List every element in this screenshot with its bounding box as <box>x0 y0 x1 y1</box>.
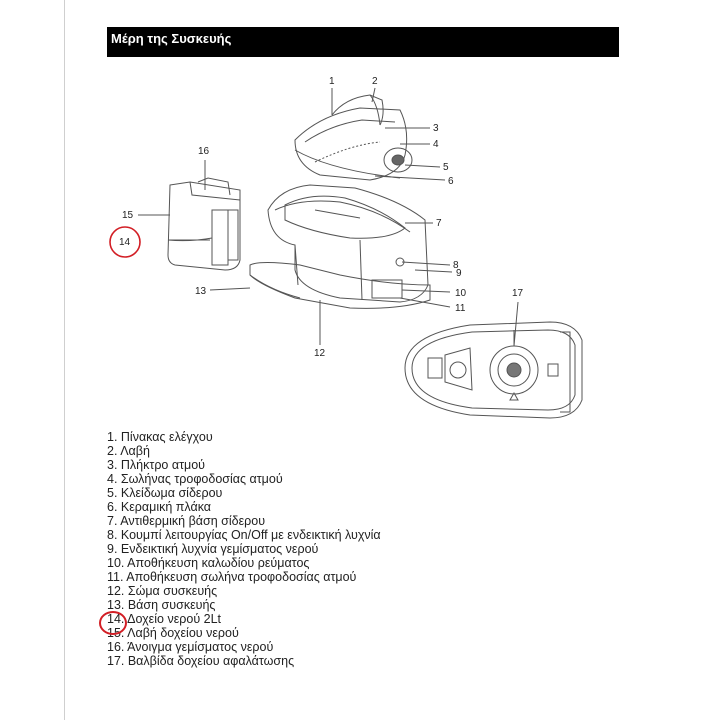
list-item: 6. Κεραμική πλάκα <box>107 500 212 514</box>
label-3: 3 <box>433 123 439 134</box>
list-item: 8. Κουμπί λειτουργίας On/Off με ενδεικτι… <box>107 528 381 542</box>
label-11: 11 <box>455 303 466 314</box>
list-item: 9. Ενδεικτική λυχνία γεμίσματος νερού <box>107 542 319 556</box>
label-10: 10 <box>455 288 467 299</box>
list-item: 4. Σωλήνας τροφοδοσίας ατμού <box>107 472 283 486</box>
list-item: 10. Αποθήκευση καλωδίου ρεύματος <box>107 556 310 570</box>
label-8: 8 <box>453 260 459 271</box>
list-item: 11. Αποθήκευση σωλήνα τροφοδοσίας ατμού <box>107 570 357 584</box>
annotation-circle-diagram <box>109 226 141 258</box>
label-17: 17 <box>512 288 524 299</box>
label-16: 16 <box>198 146 210 157</box>
label-6: 6 <box>448 176 454 187</box>
label-13: 13 <box>195 286 207 297</box>
page-margin-line <box>64 0 65 720</box>
annotation-circle-list <box>99 611 127 635</box>
label-4: 4 <box>433 139 439 150</box>
label-5: 5 <box>443 162 449 173</box>
list-item: 16. Άνοιγμα γεμίσματος νερού <box>107 640 274 654</box>
bottom-view-drawing <box>404 321 583 419</box>
list-item: 14. Δοχείο νερού 2Lt <box>107 612 222 626</box>
list-item: 7. Αντιθερμική βάση σίδερου <box>107 514 266 528</box>
label-12: 12 <box>314 348 326 359</box>
label-1: 1 <box>329 76 335 87</box>
list-item: 1. Πίνακας ελέγχου <box>107 430 213 444</box>
list-item: 12. Σώμα συσκευής <box>107 584 218 598</box>
section-header: Μέρη της Συσκευής <box>107 27 619 57</box>
iron-drawing <box>294 94 413 181</box>
section-title: Μέρη της Συσκευής <box>111 31 232 46</box>
label-15: 15 <box>122 210 134 221</box>
parts-list: 1. Πίνακας ελέγχου 2. Λαβή 3. Πλήκτρο ατ… <box>107 430 607 668</box>
list-item: 5. Κλείδωμα σίδερου <box>107 486 223 500</box>
appliance-diagram: 1 2 3 4 5 6 7 8 9 10 11 12 13 14 15 16 1… <box>100 70 620 420</box>
water-tank-drawing <box>167 177 241 271</box>
list-item: 13. Βάση συσκευής <box>107 598 216 612</box>
list-item: 3. Πλήκτρο ατμού <box>107 458 206 472</box>
list-item: 17. Βαλβίδα δοχείου αφαλάτωσης <box>107 654 295 668</box>
label-9: 9 <box>456 268 462 279</box>
diagram-drawing: 1 2 3 4 5 6 7 8 9 10 11 12 13 14 15 16 1… <box>109 76 583 419</box>
leader-lines <box>138 87 519 347</box>
label-7: 7 <box>436 218 442 229</box>
list-item: 15. Λαβή δοχείου νερού <box>107 626 239 640</box>
label-14: 14 <box>119 237 131 248</box>
list-item: 2. Λαβή <box>107 444 150 458</box>
label-2: 2 <box>372 76 378 87</box>
